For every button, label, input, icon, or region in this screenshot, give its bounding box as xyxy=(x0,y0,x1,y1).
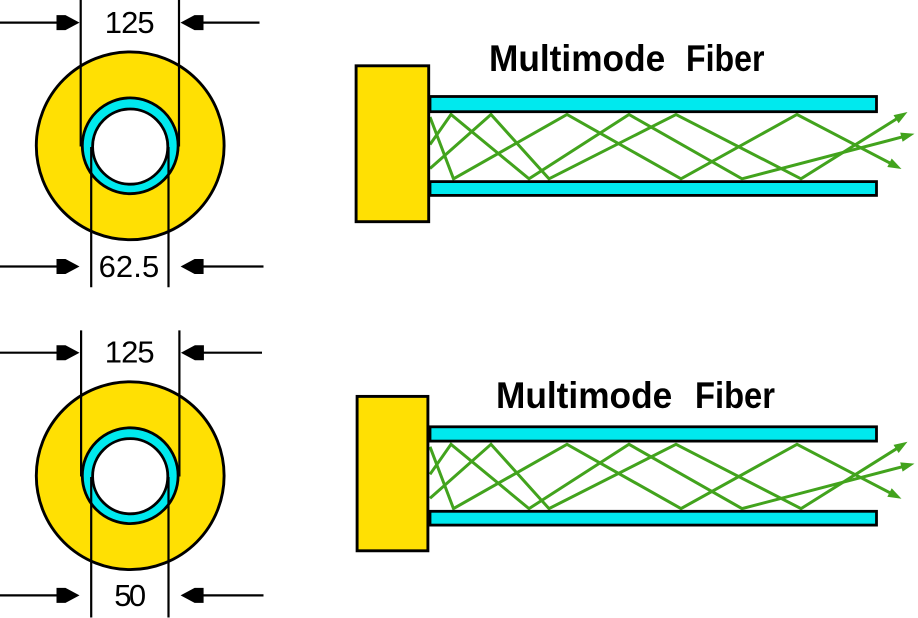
svg-text:50: 50 xyxy=(114,578,146,613)
svg-text:Multimode: Multimode xyxy=(496,375,672,416)
svg-text:Fiber: Fiber xyxy=(686,38,765,79)
svg-text:125: 125 xyxy=(105,5,155,40)
svg-text:Multimode: Multimode xyxy=(489,38,665,79)
svg-text:Fiber: Fiber xyxy=(695,375,775,416)
svg-text:125: 125 xyxy=(105,334,155,369)
svg-text:62.5: 62.5 xyxy=(99,249,160,284)
